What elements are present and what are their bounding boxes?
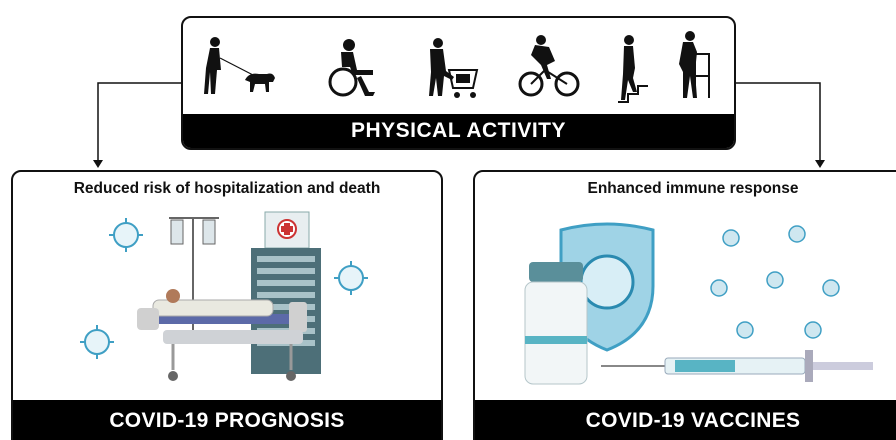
vaccine-vial-icon (524, 262, 588, 385)
prognosis-panel: Reduced risk of hospitalization and deat… (11, 170, 443, 440)
dog-walker-icon (204, 37, 275, 94)
left-arrow-head (93, 160, 103, 168)
iv-drip-icon (169, 217, 219, 336)
antibody-virus-cluster (710, 225, 840, 339)
cyclist-icon (518, 35, 580, 97)
right-arrow-head (815, 160, 825, 168)
shopper-with-cart-icon (429, 38, 479, 98)
immune-heading: Enhanced immune response (587, 180, 799, 197)
prognosis-heading: Reduced risk of hospitalization and deat… (73, 180, 381, 197)
physical-activity-banner: PHYSICAL ACTIVITY (183, 114, 734, 148)
hospital-illustration (80, 211, 368, 381)
vaccines-panel: Enhanced immune response COVID-1 (473, 170, 896, 440)
walker-frame-user-icon (679, 31, 710, 98)
wheelchair-user-icon (328, 39, 375, 97)
left-connector-line (97, 82, 181, 160)
vaccines-banner: COVID-19 VACCINES (475, 400, 896, 440)
hospital-building-icon (251, 211, 321, 374)
physical-activity-panel: PHYSICAL ACTIVITY (181, 16, 736, 150)
stair-climber-icon (618, 35, 648, 103)
syringe-icon (601, 350, 873, 382)
activity-silhouettes (204, 31, 710, 103)
prognosis-banner: COVID-19 PROGNOSIS (13, 400, 441, 440)
hospital-bed-icon (137, 289, 307, 381)
vaccine-illustration (524, 222, 873, 385)
right-connector-line (736, 82, 821, 160)
